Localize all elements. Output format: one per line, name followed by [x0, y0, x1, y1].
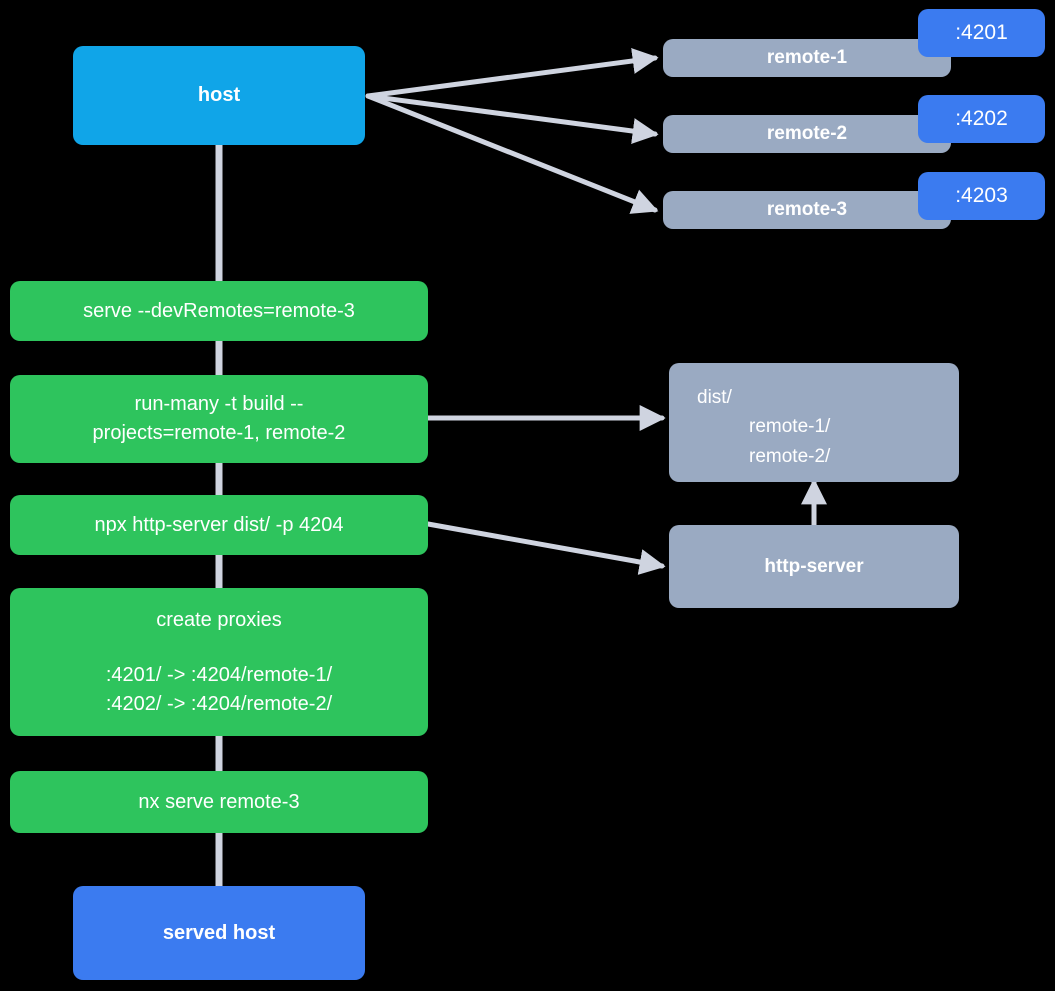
node-served-host-label: served host [162, 921, 276, 944]
node-remote-3[interactable]: remote-3 [663, 191, 951, 229]
port-badge-remote-1[interactable]: :4201 [918, 9, 1045, 57]
port-badge-remote-3-label: :4203 [955, 184, 1008, 207]
node-host-label: host [197, 84, 241, 106]
node-dist-folder-body: dist/ remote-1/ remote-2/ [669, 363, 959, 482]
node-dist-root-label: dist/ [697, 387, 732, 408]
command-serve[interactable]: serve --devRemotes=remote-3 [10, 281, 428, 341]
edge-host-to-remote-3 [365, 93, 659, 214]
edge-host-to-remote-1 [365, 48, 659, 99]
command-nx-serve-remote-3[interactable]: nx serve remote-3 [10, 771, 428, 833]
node-dist-folder[interactable]: dist/ remote-1/ remote-2/ [669, 363, 959, 482]
node-remote-1-label: remote-1 [766, 47, 848, 68]
command-npx-http-server[interactable]: npx http-server dist/ -p 4204 [10, 495, 428, 555]
port-badge-remote-3[interactable]: :4203 [918, 172, 1045, 220]
edge-npx-to-httpserver [425, 521, 666, 575]
command-npx-http-server-line-1: npx http-server dist/ -p 4204 [94, 513, 344, 536]
command-create-proxies[interactable]: create proxies :4201/ -> :4204/remote-1/… [10, 588, 428, 736]
node-http-server-label: http-server [764, 555, 864, 577]
port-badge-remote-2-label: :4202 [955, 107, 1008, 130]
node-remote-2-label: remote-2 [766, 123, 848, 144]
command-nx-serve-remote-3-line-1: nx serve remote-3 [138, 790, 300, 813]
command-run-many-line-2: projects=remote-1, remote-2 [92, 422, 346, 444]
node-dist-child-2-label: remote-2/ [749, 445, 831, 467]
node-remote-2[interactable]: remote-2 [663, 115, 951, 153]
command-create-proxies-line-1: :4201/ -> :4204/remote-1/ [105, 663, 333, 686]
node-host[interactable]: host [73, 46, 365, 145]
node-served-host[interactable]: served host [73, 886, 365, 980]
node-remote-1[interactable]: remote-1 [663, 39, 951, 77]
node-dist-child-1-label: remote-1/ [749, 416, 831, 438]
port-badge-remote-1-label: :4201 [955, 21, 1008, 44]
command-run-many-line-1: run-many -t build -- [134, 393, 304, 415]
node-http-server[interactable]: http-server [669, 525, 959, 608]
port-badge-remote-2[interactable]: :4202 [918, 95, 1045, 143]
command-create-proxies-title: create proxies [156, 608, 282, 631]
edge-host-to-remote-2 [365, 93, 659, 144]
node-remote-3-label: remote-3 [766, 199, 848, 220]
command-create-proxies-line-2: :4202/ -> :4204/remote-2/ [105, 692, 333, 715]
command-serve-line-1: serve --devRemotes=remote-3 [83, 299, 355, 322]
command-run-many[interactable]: run-many -t build -- projects=remote-1, … [10, 375, 428, 463]
